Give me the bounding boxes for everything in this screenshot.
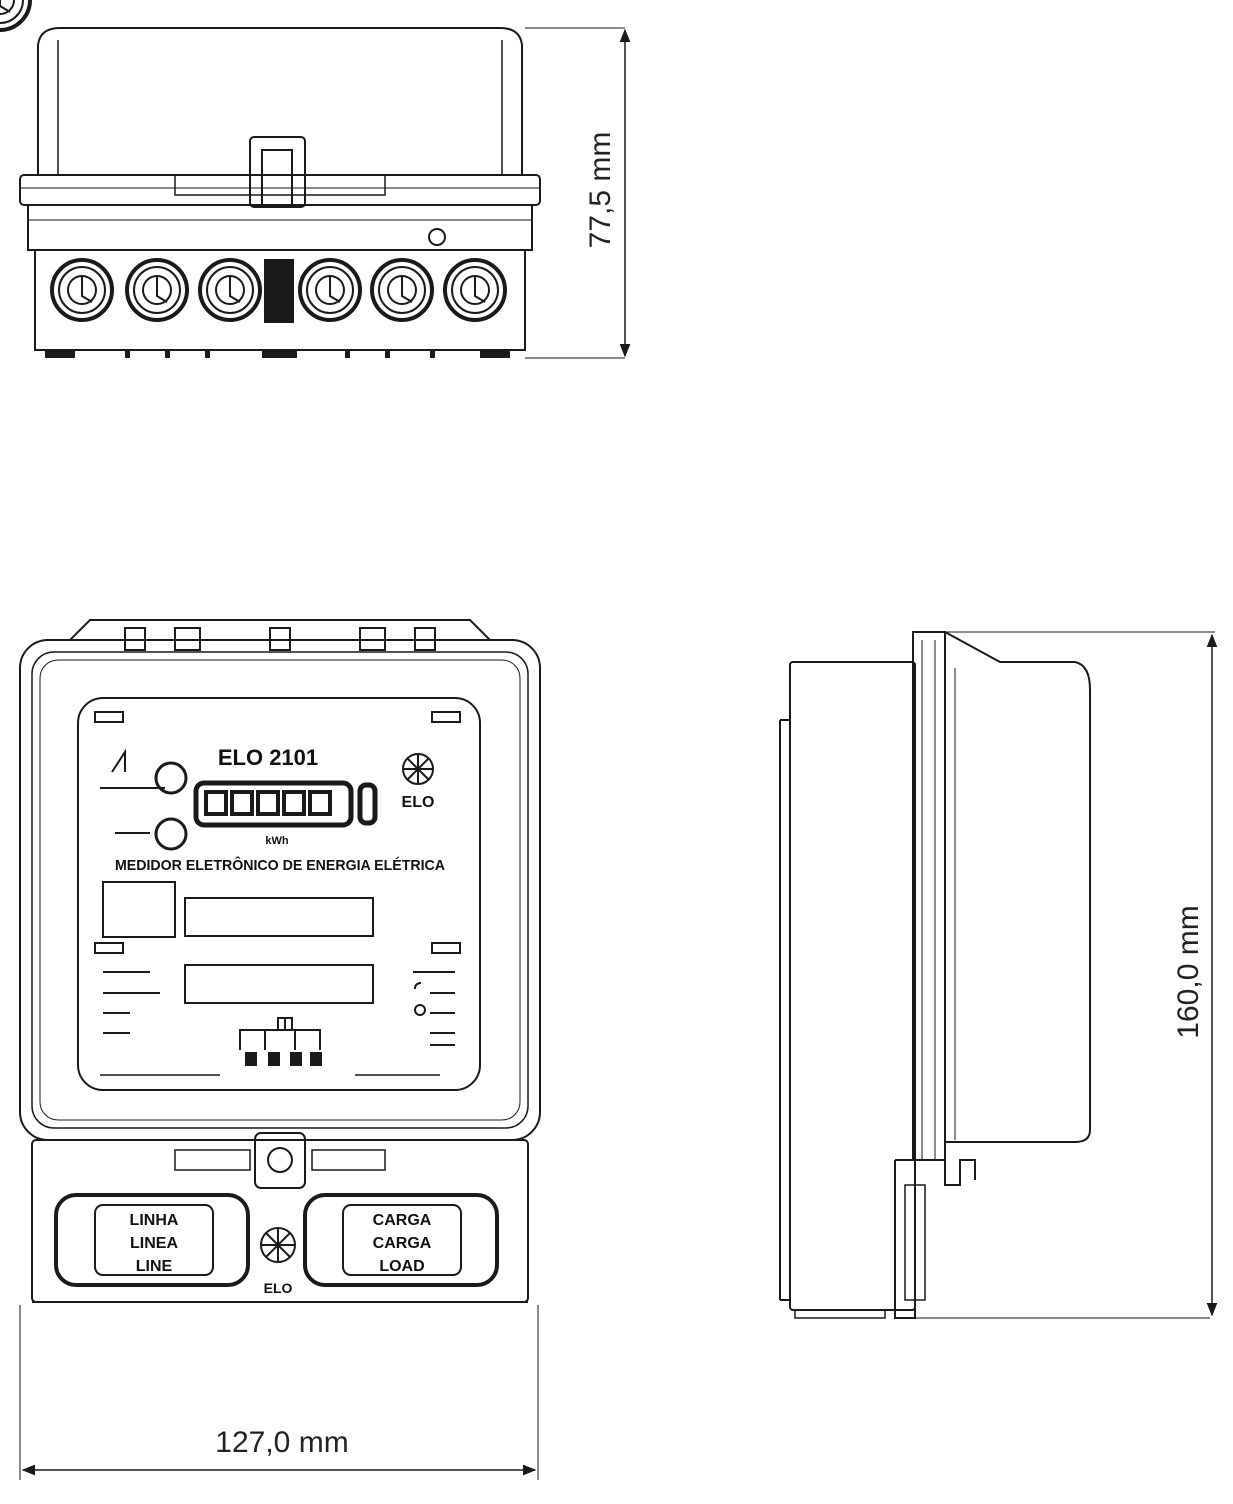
terminal-left-line1: LINHA: [130, 1212, 179, 1229]
terminal-right-line2: CARGA: [373, 1235, 432, 1252]
elo-logo-icon: [402, 753, 434, 785]
bottom-logo-icon: [260, 1227, 296, 1263]
terminal-right-line1: CARGA: [373, 1212, 432, 1229]
dimension-height-top: 77,5 mm: [525, 27, 631, 359]
terminal-left-line3: LINE: [136, 1258, 173, 1275]
meter-brand: ELO: [402, 794, 435, 811]
meter-title: MEDIDOR ELETRÔNICO DE ENERGIA ELÉTRICA: [115, 856, 445, 874]
height-top-label: 77,5 mm: [584, 132, 617, 249]
dimension-width: 127,0 mm: [19, 1305, 539, 1480]
meter-unit: kWh: [265, 835, 289, 847]
width-label: 127,0 mm: [215, 1426, 348, 1459]
terminal-left-line2: LINEA: [130, 1235, 178, 1252]
meter-model: ELO 2101: [218, 745, 318, 770]
bottom-brand: ELO: [264, 1280, 293, 1296]
height-side-label: 160,0 mm: [1172, 905, 1205, 1038]
terminal-right-line3: LOAD: [379, 1258, 424, 1275]
front-view: [19, 619, 541, 1303]
dimension-height-side: 160,0 mm: [945, 631, 1218, 1317]
top-view: [0, 0, 541, 358]
side-view: [779, 631, 1210, 1319]
terminal-screws: [0, 0, 507, 322]
